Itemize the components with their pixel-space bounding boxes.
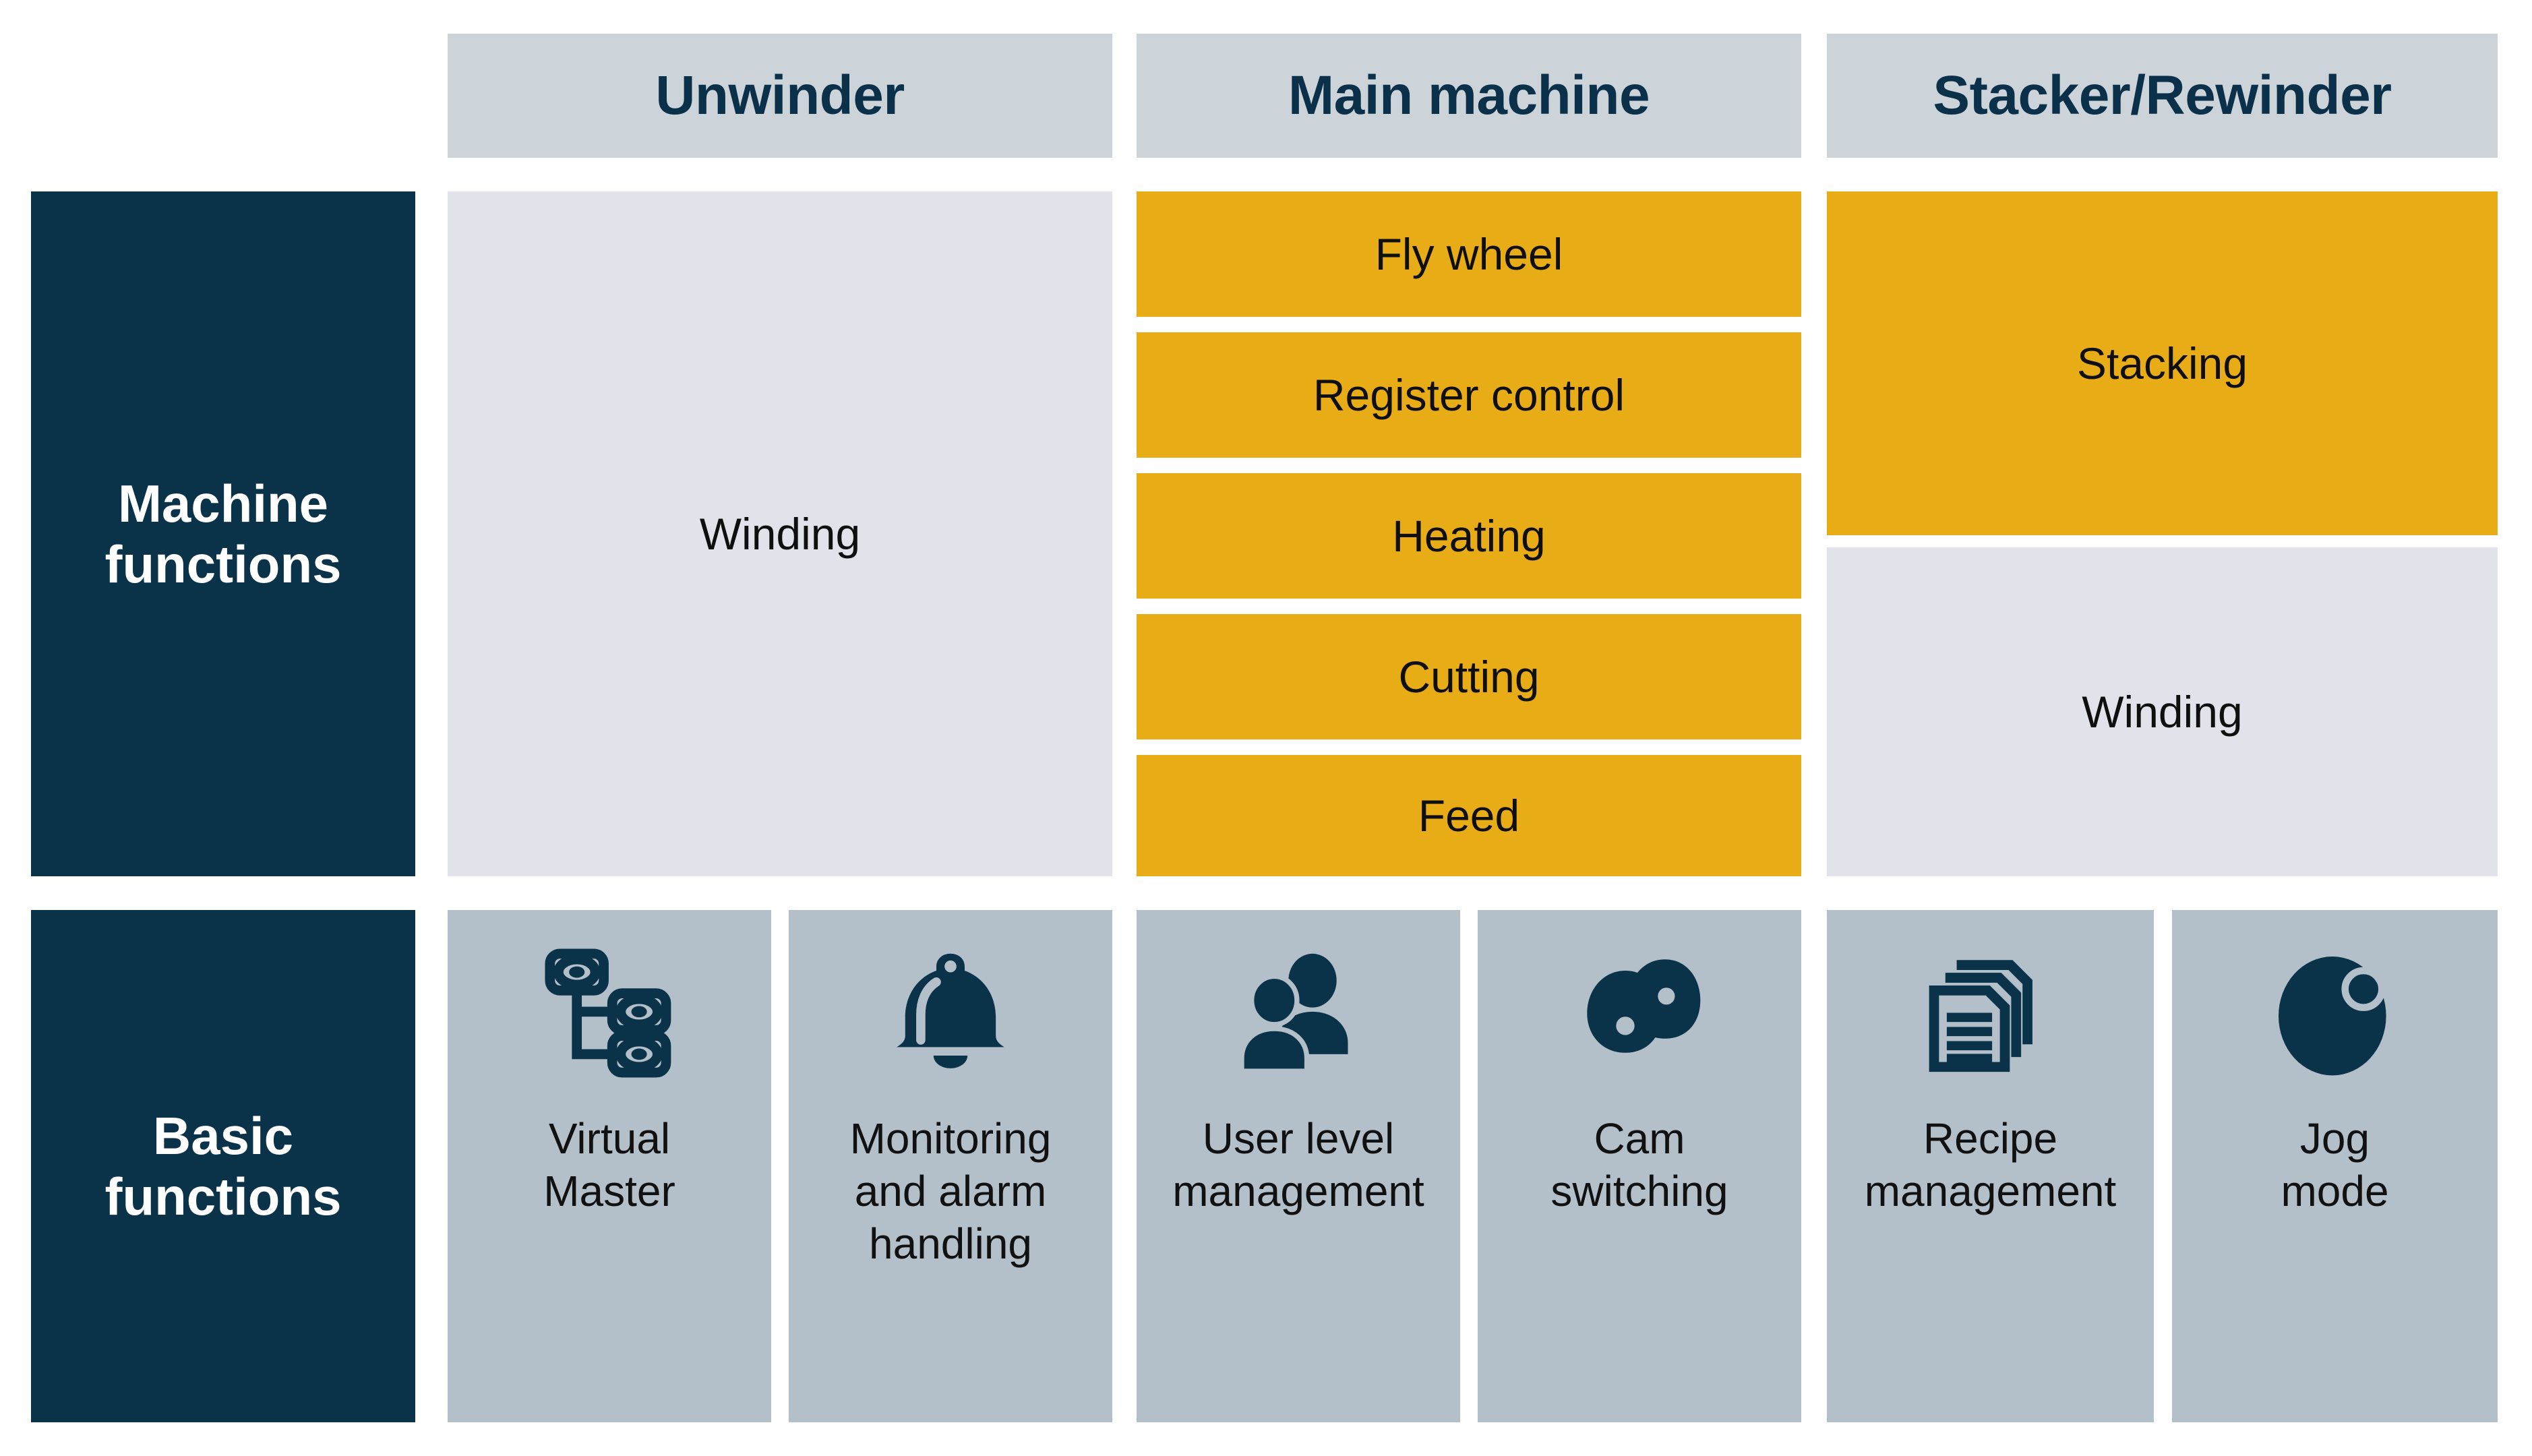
machine-function-stacker-winding[interactable]: Winding xyxy=(1827,547,2498,876)
basic-function-label: User level management xyxy=(1172,1114,1424,1216)
machine-function-heating[interactable]: Heating xyxy=(1137,473,1801,599)
machine-function-fly-wheel[interactable]: Fly wheel xyxy=(1137,191,1801,317)
column-header-stacker-rewinder: Stacker/Rewinder xyxy=(1827,34,2498,158)
basic-function-label: Cam switching xyxy=(1550,1114,1728,1216)
basic-function-virtual-master[interactable]: Virtual Master xyxy=(448,910,771,1422)
documents-stack-icon xyxy=(1920,942,2061,1084)
machine-function-register-control[interactable]: Register control xyxy=(1137,332,1801,458)
row-label-basic-functions: Basic functions xyxy=(31,910,415,1422)
basic-function-jog-mode[interactable]: Jog mode xyxy=(2172,910,2498,1422)
cam-discs-icon xyxy=(1569,942,1710,1084)
network-tree-icon xyxy=(539,942,680,1084)
row-label-machine-functions: Machine functions xyxy=(31,191,415,876)
basic-function-user-level-management[interactable]: User level management xyxy=(1137,910,1460,1422)
basic-function-label: Jog mode xyxy=(2281,1114,2389,1216)
basic-function-recipe-management[interactable]: Recipe management xyxy=(1827,910,2154,1422)
column-header-main-machine: Main machine xyxy=(1137,34,1801,158)
basic-function-label: Recipe management xyxy=(1864,1114,2117,1216)
machine-function-stacking[interactable]: Stacking xyxy=(1827,191,2498,535)
machine-function-unwinder-winding[interactable]: Winding xyxy=(448,191,1112,876)
basic-function-monitoring-and-alarm-handling[interactable]: Monitoring and alarm handling xyxy=(789,910,1112,1422)
bell-icon xyxy=(880,942,1021,1084)
machine-function-feed[interactable]: Feed xyxy=(1137,755,1801,876)
jog-disc-icon xyxy=(2264,942,2406,1084)
machine-function-cutting[interactable]: Cutting xyxy=(1137,614,1801,739)
basic-function-cam-switching[interactable]: Cam switching xyxy=(1478,910,1801,1422)
basic-function-label: Monitoring and alarm handling xyxy=(849,1114,1052,1269)
basic-function-label: Virtual Master xyxy=(543,1114,675,1216)
column-header-unwinder: Unwinder xyxy=(448,34,1112,158)
users-icon xyxy=(1228,942,1369,1084)
